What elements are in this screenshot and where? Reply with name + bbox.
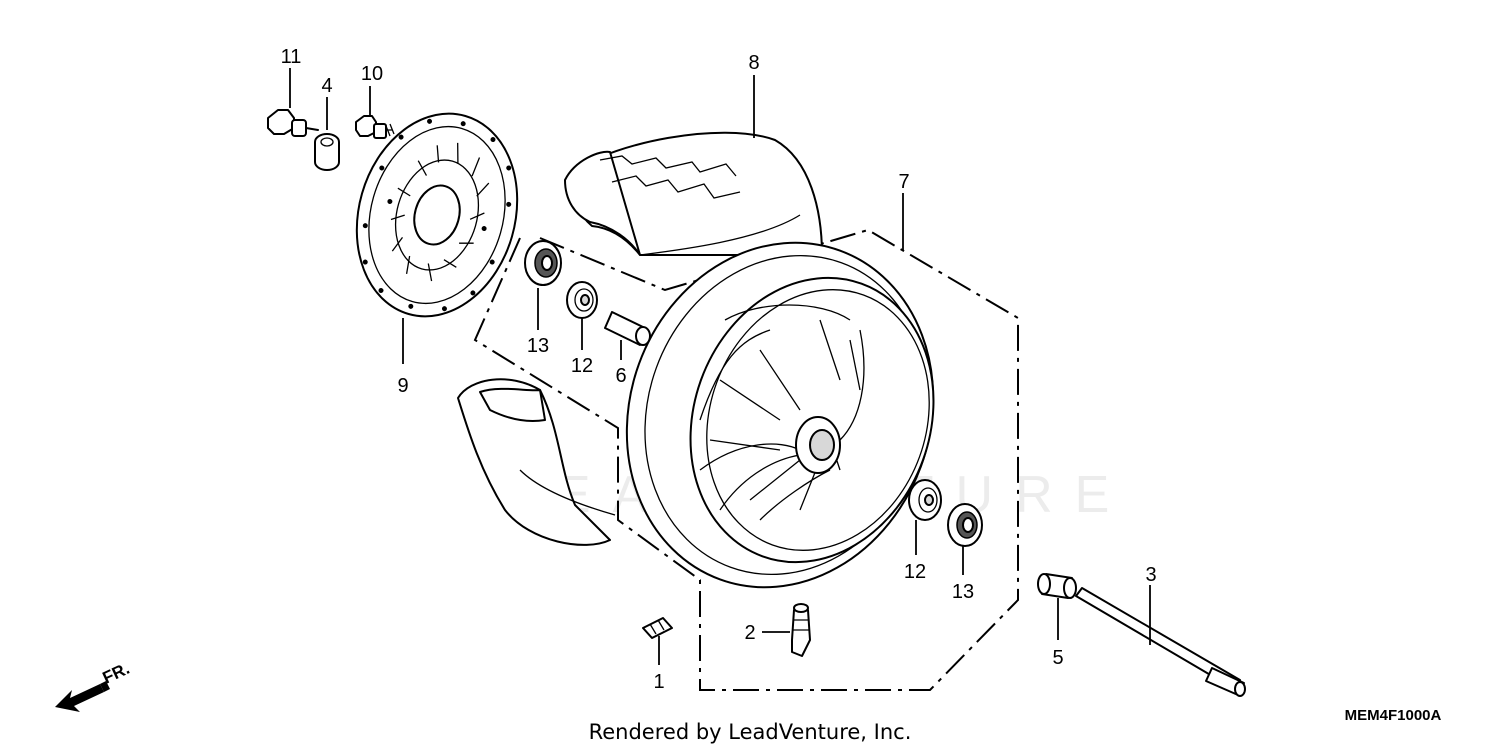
callout-3[interactable]: 3 — [1145, 564, 1156, 586]
tire-valve[interactable] — [791, 603, 811, 657]
distance-collar[interactable] — [604, 311, 651, 346]
leader-lines — [289, 68, 1151, 665]
tire-lower-half — [457, 378, 616, 546]
left-bearing[interactable] — [566, 281, 598, 319]
right-bearing[interactable] — [908, 479, 942, 521]
callout-13-right[interactable]: 13 — [952, 581, 974, 603]
collar[interactable] — [314, 133, 340, 171]
callout-5[interactable]: 5 — [1052, 647, 1063, 669]
left-bearing-seal[interactable] — [524, 240, 562, 286]
diagram-code: MEM4F1000A — [1345, 707, 1442, 724]
callout-2[interactable]: 2 — [744, 622, 755, 644]
disc-bolt[interactable] — [267, 109, 319, 137]
threaded-bolt[interactable] — [355, 115, 395, 139]
callout-labels: 11 4 10 8 7 9 13 12 6 12 13 3 5 2 1 — [281, 46, 1157, 693]
callout-4[interactable]: 4 — [321, 75, 332, 97]
callout-1[interactable]: 1 — [653, 671, 664, 693]
callout-7[interactable]: 7 — [898, 171, 909, 193]
right-dust-seal[interactable] — [947, 503, 983, 547]
callout-13-left[interactable]: 13 — [527, 335, 549, 357]
wheel-assembly-outline — [473, 228, 1019, 691]
wheel-rim[interactable] — [579, 199, 981, 630]
front-axle[interactable] — [1075, 587, 1246, 697]
front-direction-arrow: FR. — [55, 659, 133, 712]
callout-12-right[interactable]: 12 — [904, 561, 926, 583]
brake-disc[interactable] — [334, 94, 541, 335]
balance-weight[interactable] — [642, 617, 673, 639]
callout-10[interactable]: 10 — [361, 63, 383, 85]
callout-8[interactable]: 8 — [748, 52, 759, 74]
side-collar[interactable] — [1037, 573, 1077, 599]
tire[interactable] — [564, 131, 823, 256]
callout-12-left[interactable]: 12 — [571, 355, 593, 377]
callout-11[interactable]: 11 — [281, 46, 302, 68]
callout-9[interactable]: 9 — [397, 375, 408, 397]
footer-credit: Rendered by LeadVenture, Inc. — [589, 720, 912, 744]
callout-6[interactable]: 6 — [615, 365, 626, 387]
